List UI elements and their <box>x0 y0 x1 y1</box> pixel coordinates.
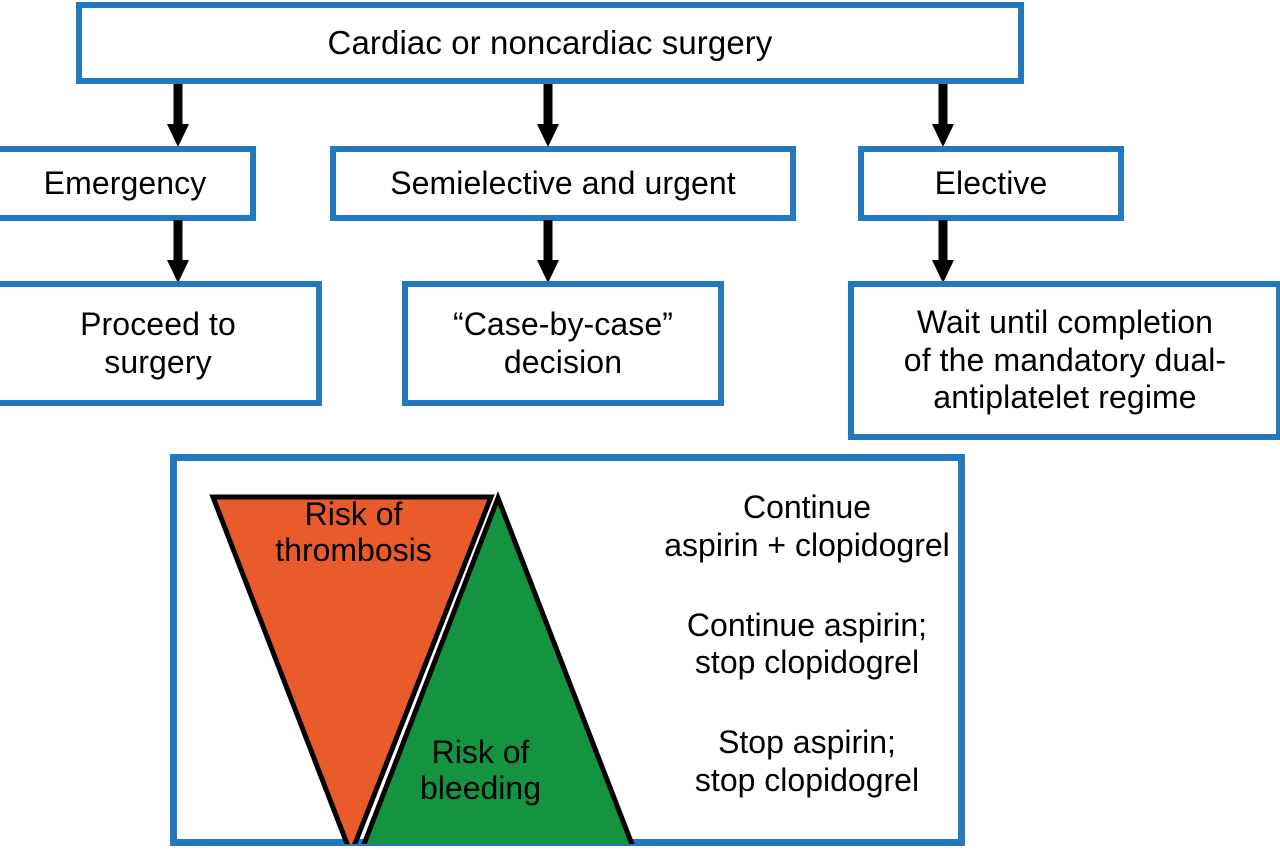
flow-box-cardiac-or-noncardiac-surgery: Cardiac or noncardiac surgery <box>76 2 1024 84</box>
risk-of-bleeding-triangle <box>361 491 635 844</box>
flow-box-label: “Case-by-case” decision <box>452 305 674 380</box>
flow-box-case-by-case-decision: “Case-by-case” decision <box>402 281 724 406</box>
arrow-surgery-to-semielective <box>535 84 561 148</box>
risk-triangle-pair: Risk of thrombosis Risk of bleeding <box>191 474 651 844</box>
risk-balance-panel: Risk of thrombosis Risk of bleeding Cont… <box>170 454 965 846</box>
arrow-surgery-to-elective <box>930 84 956 148</box>
flow-box-proceed-to-surgery: Proceed to surgery <box>0 281 322 406</box>
antiplatelet-action-item: Continue aspirin; stop clopidogrel <box>686 606 928 681</box>
antiplatelet-action-list: Continue aspirin + clopidogrel Continue … <box>657 489 957 800</box>
antiplatelet-action-item: Continue aspirin + clopidogrel <box>664 489 950 563</box>
flow-box-elective: Elective <box>858 146 1124 221</box>
flow-box-label: Cardiac or noncardiac surgery <box>327 23 773 61</box>
flow-box-emergency: Emergency <box>0 146 256 221</box>
arrow-surgery-to-emergency <box>165 84 191 148</box>
arrow-semielective-to-case-by-case <box>535 220 561 284</box>
flow-box-label: Emergency <box>43 164 207 201</box>
flow-box-wait-until-completion: Wait until completion of the mandatory d… <box>848 281 1280 440</box>
risk-of-thrombosis-triangle <box>209 494 495 844</box>
arrow-elective-to-wait-until-completion <box>930 220 956 284</box>
arrow-emergency-to-proceed-to-surgery <box>165 220 191 284</box>
antiplatelet-action-item: Stop aspirin; stop clopidogrel <box>694 724 920 798</box>
flow-box-label: Wait until completion of the mandatory d… <box>903 303 1227 416</box>
flow-box-label: Elective <box>934 164 1048 201</box>
flow-box-label: Semielective and urgent <box>390 164 736 201</box>
flow-box-semielective-and-urgent: Semielective and urgent <box>330 146 796 221</box>
flow-box-label: Proceed to surgery <box>80 305 236 380</box>
